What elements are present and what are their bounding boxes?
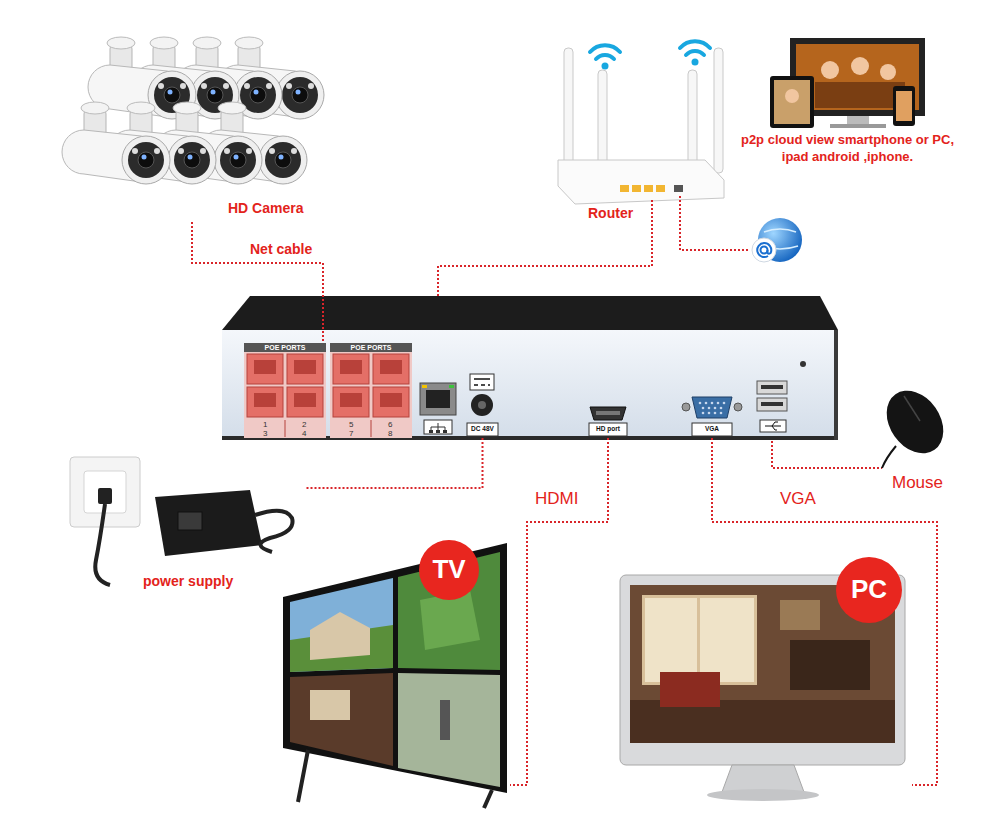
power-supply: power supply <box>65 450 305 595</box>
port-number: 3 <box>263 429 267 438</box>
node-label: DC 48V <box>467 423 498 435</box>
badge-label: TV <box>419 540 479 600</box>
poe-port-block: POE PORTS <box>244 343 326 438</box>
router: Router <box>550 35 725 225</box>
cable-label: Net cable <box>250 241 312 257</box>
camera-group: HD Camera <box>50 30 310 222</box>
node-label: Mouse <box>892 473 943 493</box>
tv-screen: TV <box>270 535 510 805</box>
cable-label: HDMI <box>535 489 578 509</box>
node-label: HD Camera <box>228 200 303 216</box>
vga-port: VGA <box>682 395 742 438</box>
port-number: 6 <box>388 420 392 429</box>
node-label: p2p cloud view smartphone or PC, ipad an… <box>740 132 955 166</box>
hdmi-port: HD port <box>587 404 629 438</box>
poe-port-block: POE PORTS <box>330 343 412 438</box>
node-label: power supply <box>143 573 233 589</box>
port-number: 2 <box>302 420 306 429</box>
node-label: Router <box>588 205 633 221</box>
badge-label: PC <box>836 557 902 623</box>
cable-connector <box>510 438 608 785</box>
node-label: HD port <box>589 423 627 435</box>
remote-view-devices: p2p cloud view smartphone or PC, ipad an… <box>740 30 955 178</box>
node-label: POE PORTS <box>330 343 412 352</box>
mouse: Mouse <box>868 385 958 495</box>
port-number: 4 <box>302 429 306 438</box>
port-number: 8 <box>388 429 392 438</box>
node-label: VGA <box>692 423 732 435</box>
cable-label: VGA <box>780 489 816 509</box>
cable-connector <box>305 438 483 488</box>
port-number: 5 <box>349 420 353 429</box>
port-number: 1 <box>263 420 267 429</box>
dc-power-port: DC 48V <box>466 372 499 438</box>
node-label: POE PORTS <box>244 343 326 352</box>
port-number: 7 <box>349 429 353 438</box>
pc-monitor: PC <box>612 552 912 802</box>
cable-connector <box>192 222 323 343</box>
